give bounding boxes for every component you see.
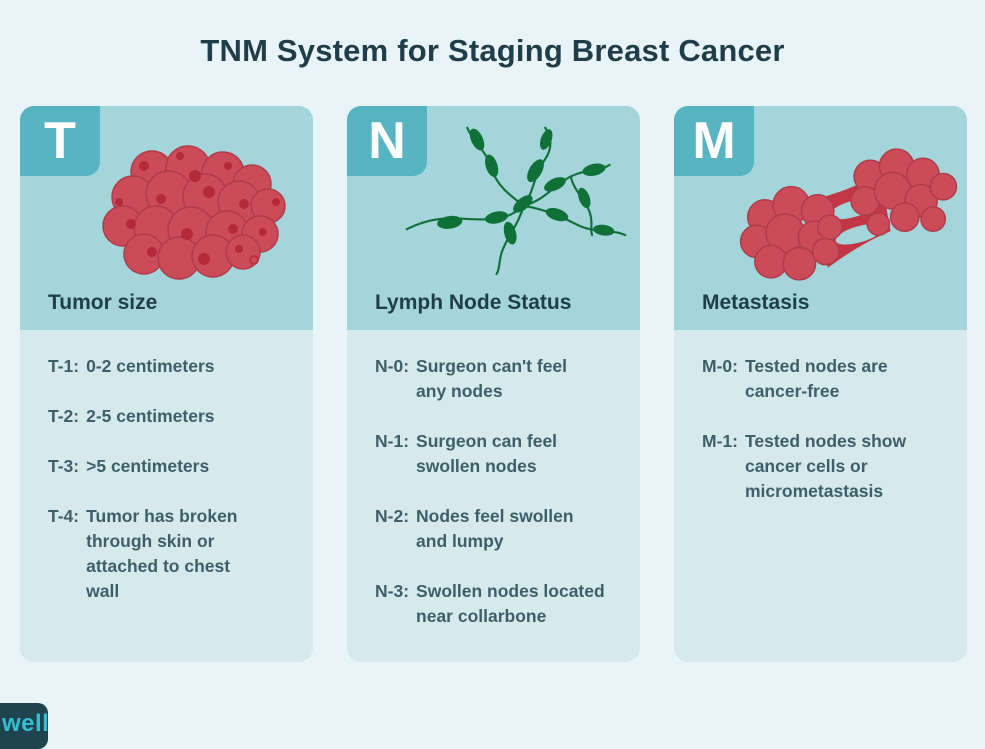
item-label: N-0: — [375, 356, 410, 376]
item-label: T-1: — [48, 356, 80, 376]
verywell-logo: well — [0, 703, 50, 749]
list-item: N-0: Surgeon can't feel any nodes — [375, 354, 626, 404]
item-text: Surgeon can't feel any nodes — [416, 356, 568, 401]
item-text: Tested nodes show cancer cells or microm… — [744, 431, 907, 501]
item-text: Tumor has broken through skin or attache… — [86, 506, 238, 601]
badge-letter: N — [368, 112, 406, 170]
card-lymph-node-status: N — [347, 106, 640, 662]
badge-letter: T — [44, 112, 76, 170]
card-heading-lymph: Lymph Node Status — [375, 291, 572, 314]
item-text: Surgeon can feel swollen nodes — [416, 431, 558, 476]
list-item: N-1: Surgeon can feel swollen nodes — [375, 429, 626, 479]
item-text: Swollen nodes located near collarbone — [416, 581, 605, 626]
item-text: >5 centimeters — [86, 456, 210, 476]
item-text: Nodes feel swollen and lumpy — [416, 506, 574, 551]
card-heading-metastasis: Metastasis — [702, 291, 810, 314]
item-label: T-4: — [48, 506, 80, 526]
item-label: T-2: — [48, 406, 80, 426]
list-item: T-1: 0-2 centimeters — [48, 354, 299, 379]
list-item: M-0: Tested nodes are cancer-free — [702, 354, 953, 404]
item-label: N-3: — [375, 581, 410, 601]
page-title: TNM System for Staging Breast Cancer — [200, 33, 785, 68]
item-label: M-0: — [702, 356, 738, 376]
verywell-logo-text: well — [2, 710, 50, 737]
card-top-tumor: T Tumor size — [20, 106, 313, 330]
item-label: N-1: — [375, 431, 410, 451]
list-item: N-3: Swollen nodes located near collarbo… — [375, 579, 626, 629]
badge-n: N — [347, 106, 427, 176]
metastasis-illustration-icon — [739, 148, 958, 281]
tumor-cluster-illustration-icon — [102, 145, 286, 280]
card-heading-tumor: Tumor size — [48, 291, 158, 314]
card-top-metastasis: M Metastasis — [674, 106, 967, 330]
item-text: 0-2 centimeters — [86, 356, 215, 376]
item-label: T-3: — [48, 456, 80, 476]
card-list-metastasis: M-0: Tested nodes are cancer-free M-1: T… — [674, 330, 967, 662]
item-text: Tested nodes are cancer-free — [744, 356, 888, 401]
card-list-lymph: N-0: Surgeon can't feel any nodes N-1: S… — [347, 330, 640, 662]
badge-m: M — [674, 106, 754, 176]
badge-letter: M — [692, 112, 736, 170]
item-label: N-2: — [375, 506, 410, 526]
list-item: T-4: Tumor has broken through skin or at… — [48, 504, 299, 604]
list-item: M-1: Tested nodes show cancer cells or m… — [702, 429, 953, 504]
card-list-tumor: T-1: 0-2 centimeters T-2: 2-5 centimeter… — [20, 330, 313, 662]
card-top-lymph: N — [347, 106, 640, 330]
item-text: 2-5 centimeters — [86, 406, 215, 426]
lymph-nodes-illustration-icon — [405, 126, 627, 276]
list-item: N-2: Nodes feel swollen and lumpy — [375, 504, 626, 554]
list-item: T-3: >5 centimeters — [48, 454, 299, 479]
list-item: T-2: 2-5 centimeters — [48, 404, 299, 429]
badge-t: T — [20, 106, 100, 176]
card-metastasis: M Metastasis M-0: Tested nodes are cance… — [674, 106, 967, 662]
item-label: M-1: — [702, 431, 738, 451]
card-tumor-size: T Tumor size T-1: 0-2 centimeters T — [20, 106, 313, 662]
